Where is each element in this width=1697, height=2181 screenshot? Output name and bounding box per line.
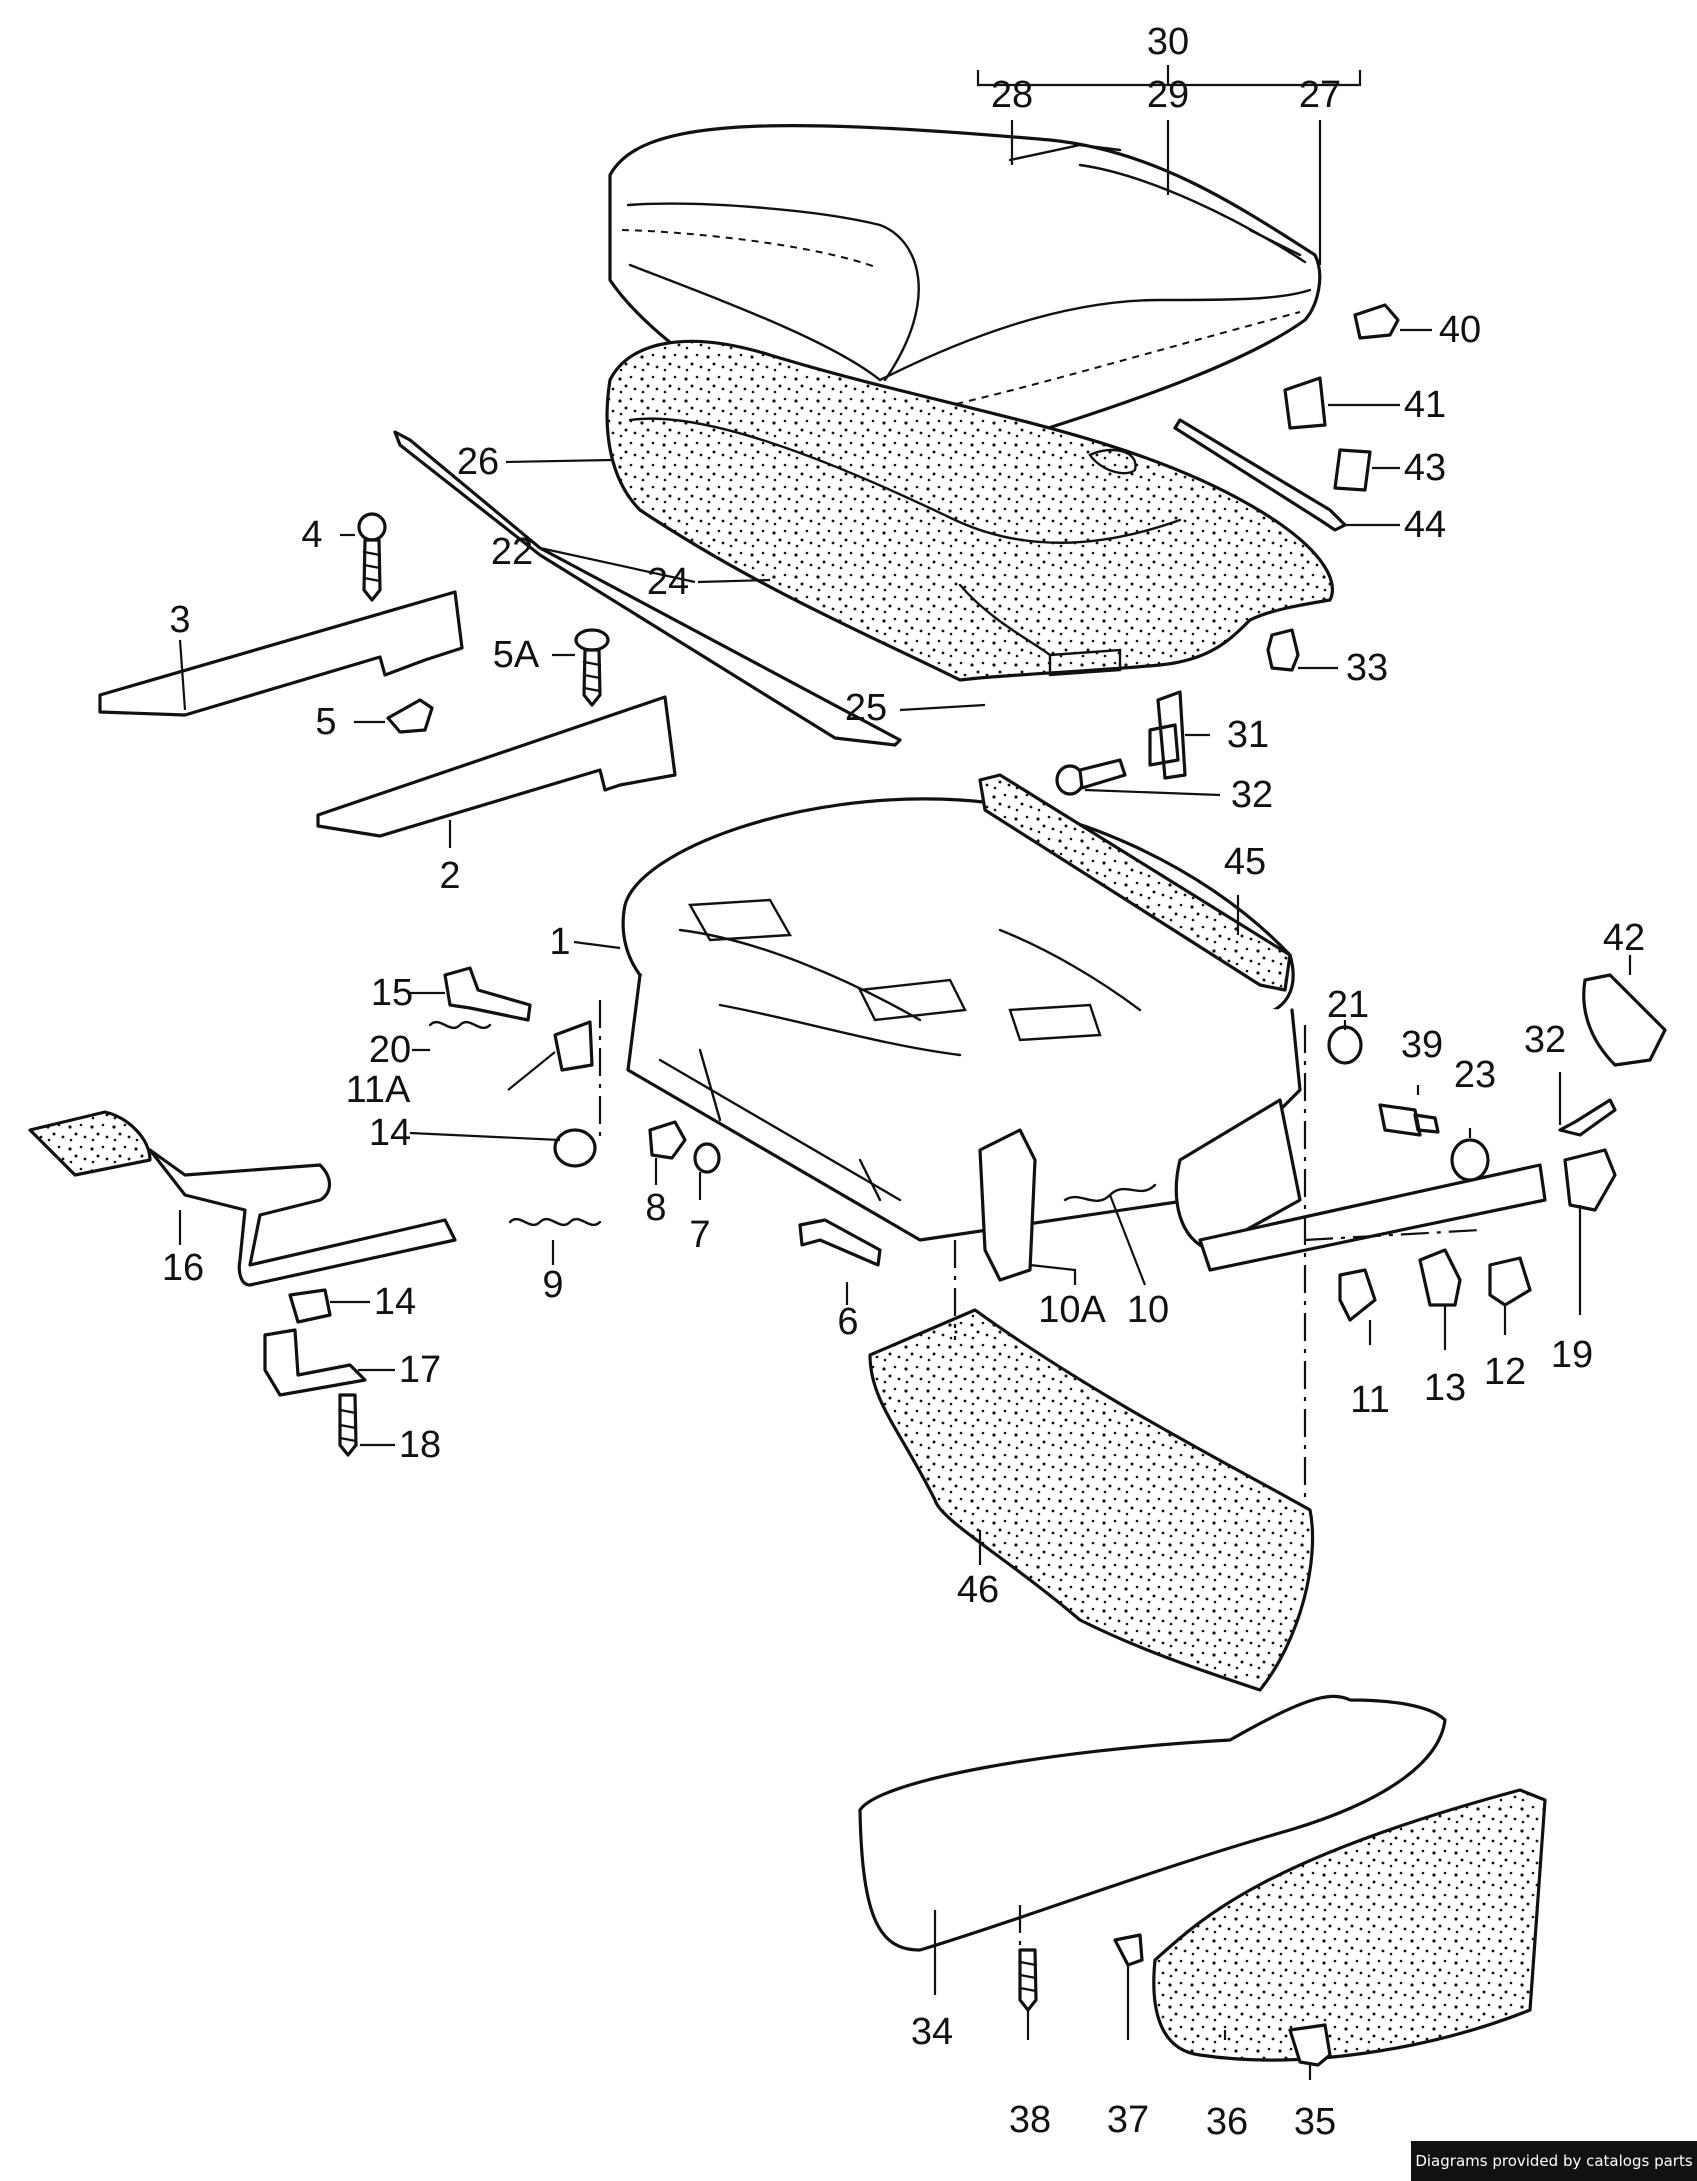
bolt-6	[798, 1218, 882, 1267]
pad-36	[1152, 1788, 1547, 2062]
callout-7: 7	[689, 1214, 710, 1256]
rivet-37	[1113, 1933, 1144, 1967]
callout-39: 39	[1401, 1024, 1443, 1066]
callout-19: 19	[1551, 1334, 1593, 1376]
callout-9: 9	[542, 1264, 563, 1306]
callout-labels: 30 28 29 27 40 41 43 44 26 22 24 25 33 3…	[162, 21, 1645, 2143]
callout-22: 22	[491, 531, 533, 573]
callout-44: 44	[1404, 504, 1446, 546]
cover-12	[1488, 1256, 1532, 1307]
callout-14a: 14	[369, 1112, 411, 1154]
callout-16: 16	[162, 1247, 204, 1289]
callout-20: 20	[369, 1029, 411, 1071]
seat-frame	[621, 797, 1302, 1242]
clip-43	[1333, 448, 1372, 492]
callout-37: 37	[1107, 2099, 1149, 2141]
callout-21: 21	[1327, 984, 1369, 1026]
bolt-39	[1378, 1103, 1440, 1137]
trim-panel-3	[98, 590, 464, 717]
bracket-11A	[553, 1020, 594, 1072]
callout-26: 26	[457, 441, 499, 483]
bracket-17	[263, 1328, 367, 1397]
clip-5	[386, 698, 434, 734]
spring-9	[508, 1217, 602, 1227]
callout-15: 15	[371, 972, 413, 1014]
screw-32b	[1558, 1098, 1617, 1137]
rail-45	[978, 773, 1292, 992]
callout-32b: 32	[1524, 1019, 1566, 1061]
screw-4	[357, 512, 387, 602]
clip-41	[1283, 376, 1327, 430]
bushing-14a	[553, 1128, 597, 1168]
callout-38: 38	[1009, 2099, 1051, 2141]
callout-41: 41	[1404, 384, 1446, 426]
callout-40: 40	[1439, 309, 1481, 351]
clip-40	[1353, 303, 1400, 340]
wire-44	[1173, 418, 1347, 532]
callout-10A: 10A	[1038, 1289, 1106, 1331]
screw-38	[1018, 1948, 1038, 2012]
callout-8: 8	[645, 1187, 666, 1229]
clip-33	[1266, 628, 1300, 672]
callout-5A: 5A	[493, 634, 540, 676]
washer-7	[693, 1142, 721, 1174]
callout-29: 29	[1147, 74, 1189, 116]
rivet-35	[1288, 2023, 1332, 2067]
cover-42	[1582, 973, 1667, 1067]
callout-23: 23	[1454, 1054, 1496, 1096]
callout-11: 11	[1350, 1379, 1389, 1421]
callout-43: 43	[1404, 447, 1446, 489]
callout-35: 35	[1294, 2101, 1336, 2143]
callout-1: 1	[549, 921, 570, 963]
callout-12: 12	[1484, 1351, 1526, 1393]
side-trim-34	[858, 1694, 1447, 1952]
callout-30: 30	[1147, 21, 1189, 63]
screw-5A	[574, 628, 610, 707]
rod-22	[393, 430, 902, 747]
callout-36: 36	[1206, 2101, 1248, 2143]
callout-13: 13	[1424, 1367, 1466, 1409]
callout-46: 46	[957, 1569, 999, 1611]
callout-14b: 14	[374, 1281, 416, 1323]
bolt-15	[443, 966, 532, 1022]
callout-31: 31	[1227, 714, 1269, 756]
callout-11A: 11A	[346, 1069, 411, 1111]
seat-pan-46	[868, 1308, 1315, 1692]
nut-8	[648, 1120, 687, 1160]
bracket-31	[1148, 690, 1187, 780]
leader-lines	[178, 65, 1632, 2080]
callout-34: 34	[911, 2011, 953, 2053]
callout-42: 42	[1603, 917, 1645, 959]
screw-32a	[1055, 758, 1127, 796]
callout-2: 2	[439, 855, 460, 897]
callout-45: 45	[1224, 841, 1266, 883]
cover-13	[1418, 1248, 1462, 1307]
washer-23	[1450, 1138, 1490, 1182]
cap-19	[1563, 1148, 1617, 1212]
callout-33: 33	[1346, 647, 1388, 689]
callout-6: 6	[837, 1301, 858, 1343]
callout-10: 10	[1127, 1289, 1169, 1331]
callout-18: 18	[399, 1424, 441, 1466]
clip-11	[1338, 1268, 1377, 1322]
spring-20	[428, 1020, 492, 1030]
callout-25: 25	[845, 687, 887, 729]
bushing-21	[1327, 1025, 1363, 1065]
callout-17: 17	[399, 1349, 441, 1391]
callout-28: 28	[991, 74, 1033, 116]
credit-banner: Diagrams provided by catalogs parts	[1411, 2141, 1697, 2181]
trim-panel-2	[316, 695, 677, 838]
bushing-14b	[288, 1288, 332, 1324]
callout-27: 27	[1299, 74, 1341, 116]
seat-cushion-pad	[605, 339, 1335, 682]
callout-5: 5	[315, 701, 336, 743]
callout-24: 24	[647, 561, 689, 603]
callout-3: 3	[169, 599, 190, 641]
screw-18	[338, 1393, 358, 1457]
lever-16	[28, 1110, 457, 1287]
callout-32a: 32	[1231, 774, 1273, 816]
callout-4: 4	[301, 514, 322, 556]
